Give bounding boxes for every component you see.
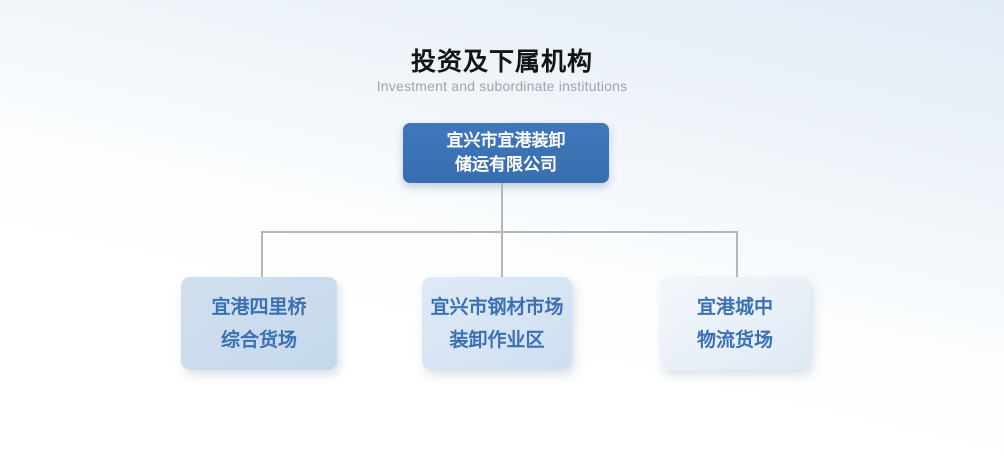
org-node-child-3-line-1: 宜港城中 xyxy=(696,296,773,318)
org-node-child-3: 宜港城中 物流货场 xyxy=(660,277,810,370)
connector-root-vertical xyxy=(501,183,503,277)
page-subtitle: Investment and subordinate institutions xyxy=(376,78,628,94)
org-node-root-line-2: 储运有限公司 xyxy=(455,155,557,174)
org-node-child-1-line-2: 综合货场 xyxy=(220,329,297,351)
connector-right-vertical xyxy=(736,231,738,277)
org-node-child-2: 宜兴市钢材市场 装卸作业区 xyxy=(422,277,572,370)
org-node-root: 宜兴市宜港装卸 储运有限公司 xyxy=(403,123,609,183)
org-node-child-3-line-2: 物流货场 xyxy=(696,329,773,351)
org-node-child-2-line-1: 宜兴市钢材市场 xyxy=(430,296,564,318)
connector-horizontal xyxy=(261,231,738,233)
page-title: 投资及下属机构 xyxy=(410,48,593,76)
org-node-root-line-1: 宜兴市宜港装卸 xyxy=(446,131,566,150)
org-node-child-2-line-2: 装卸作业区 xyxy=(449,329,545,351)
org-node-child-1: 宜港四里桥 综合货场 xyxy=(181,277,337,370)
org-node-child-1-line-1: 宜港四里桥 xyxy=(211,296,307,318)
connector-left-vertical xyxy=(261,231,263,277)
